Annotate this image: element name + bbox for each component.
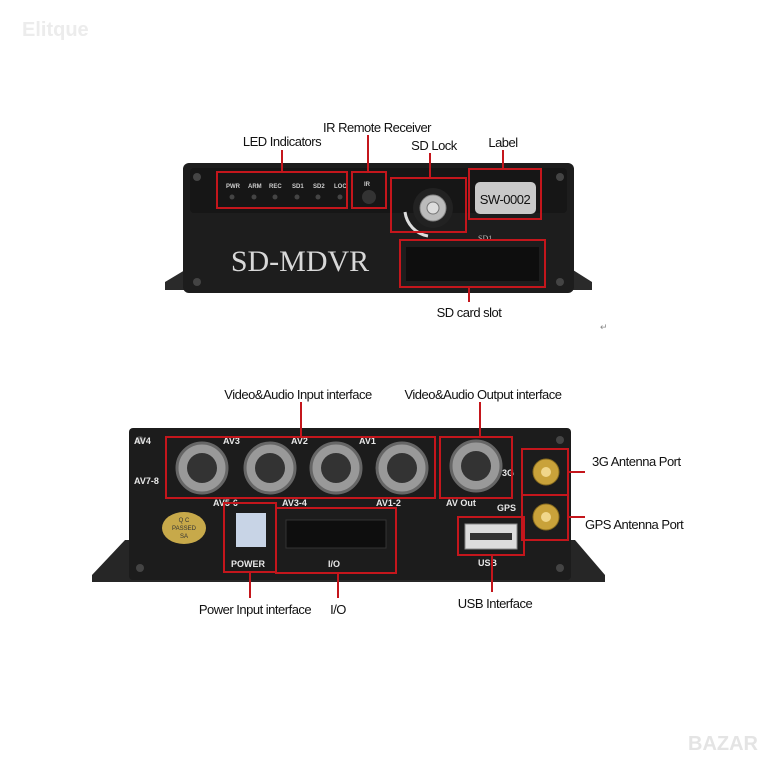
callout-sd-lock: SD Lock — [411, 138, 458, 153]
seal-text: PASSED — [172, 526, 197, 532]
sd-card-slot — [406, 247, 539, 281]
led-label-rec: REC — [269, 184, 282, 190]
port-label-av4: AV4 — [134, 436, 151, 446]
av-connectors — [175, 439, 503, 495]
port-label-3g: 3G — [502, 468, 514, 478]
led-icon — [229, 194, 235, 200]
qc-passed-seal — [162, 512, 206, 544]
watermark-bazar: BAZAR — [688, 733, 759, 755]
callout-av-output: Video&Audio Output interface — [404, 387, 561, 402]
port-label-av3: AV3 — [223, 436, 240, 446]
screw-icon — [556, 278, 564, 286]
led-label-pwr: PWR — [226, 184, 241, 190]
port-label-usb: USB — [478, 558, 498, 568]
port-label-gps: GPS — [497, 503, 516, 513]
callout-label: Label — [488, 135, 518, 150]
port-label-av3-4: AV3-4 — [282, 498, 307, 508]
power-connector-icon — [236, 513, 266, 547]
port-label-av2: AV2 — [291, 436, 308, 446]
port-label-av-out: AV Out — [446, 498, 476, 508]
port-label-av1-2: AV1-2 — [376, 498, 401, 508]
return-mark: ↵ — [600, 322, 608, 332]
callout-3g-antenna: 3G Antenna Port — [592, 454, 682, 469]
led-icon — [315, 194, 321, 200]
model-text: SD-MDVR — [231, 245, 369, 278]
port-label-av7-8: AV7-8 — [134, 476, 159, 486]
led-icon — [337, 194, 343, 200]
screw-icon — [193, 278, 201, 286]
label-sticker-text: SW-0002 — [480, 192, 531, 207]
screw-icon — [136, 436, 144, 444]
callout-led-indicators: LED Indicators — [243, 134, 322, 149]
callout-usb-interface: USB Interface — [458, 596, 533, 611]
sd1-slot-text: SD1 — [478, 234, 492, 243]
led-icon — [294, 194, 300, 200]
led-icon — [272, 194, 278, 200]
port-label-av1: AV1 — [359, 436, 376, 446]
callout-io: I/O — [330, 602, 346, 617]
callout-gps-antenna: GPS Antenna Port — [585, 517, 684, 532]
callout-power-input: Power Input interface — [199, 602, 312, 617]
callout-ir-receiver: IR Remote Receiver — [323, 120, 432, 135]
screw-icon — [136, 564, 144, 572]
rear-view: Q C PASSED SA AV4 AV3 AV2 AV1 AV7-8 AV5-… — [92, 387, 685, 617]
io-connector-icon — [285, 519, 387, 549]
seal-text: SA — [180, 534, 188, 540]
led-panel: PWR ARM REC SD1 SD2 LOC IR — [226, 182, 376, 204]
screw-icon — [556, 173, 564, 181]
screw-icon — [556, 564, 564, 572]
screw-icon — [556, 436, 564, 444]
ir-label: IR — [364, 182, 371, 188]
front-view: PWR ARM REC SD1 SD2 LOC IR SD1 SW-0002 S… — [165, 120, 608, 332]
label-sticker — [475, 182, 536, 214]
led-icon — [251, 194, 257, 200]
led-label-loc: LOC — [334, 184, 347, 190]
port-label-io: I/O — [328, 559, 340, 569]
port-label-power: POWER — [231, 559, 266, 569]
led-label-sd1: SD1 — [292, 184, 304, 190]
callout-av-input: Video&Audio Input interface — [224, 387, 372, 402]
ir-sensor-icon — [362, 190, 376, 204]
led-label-sd2: SD2 — [313, 184, 325, 190]
seal-text: Q C — [179, 518, 190, 524]
screw-icon — [193, 173, 201, 181]
led-label-arm: ARM — [248, 184, 262, 190]
callout-sd-card-slot: SD card slot — [437, 305, 503, 320]
watermark-elitque: Elitque — [22, 19, 89, 41]
